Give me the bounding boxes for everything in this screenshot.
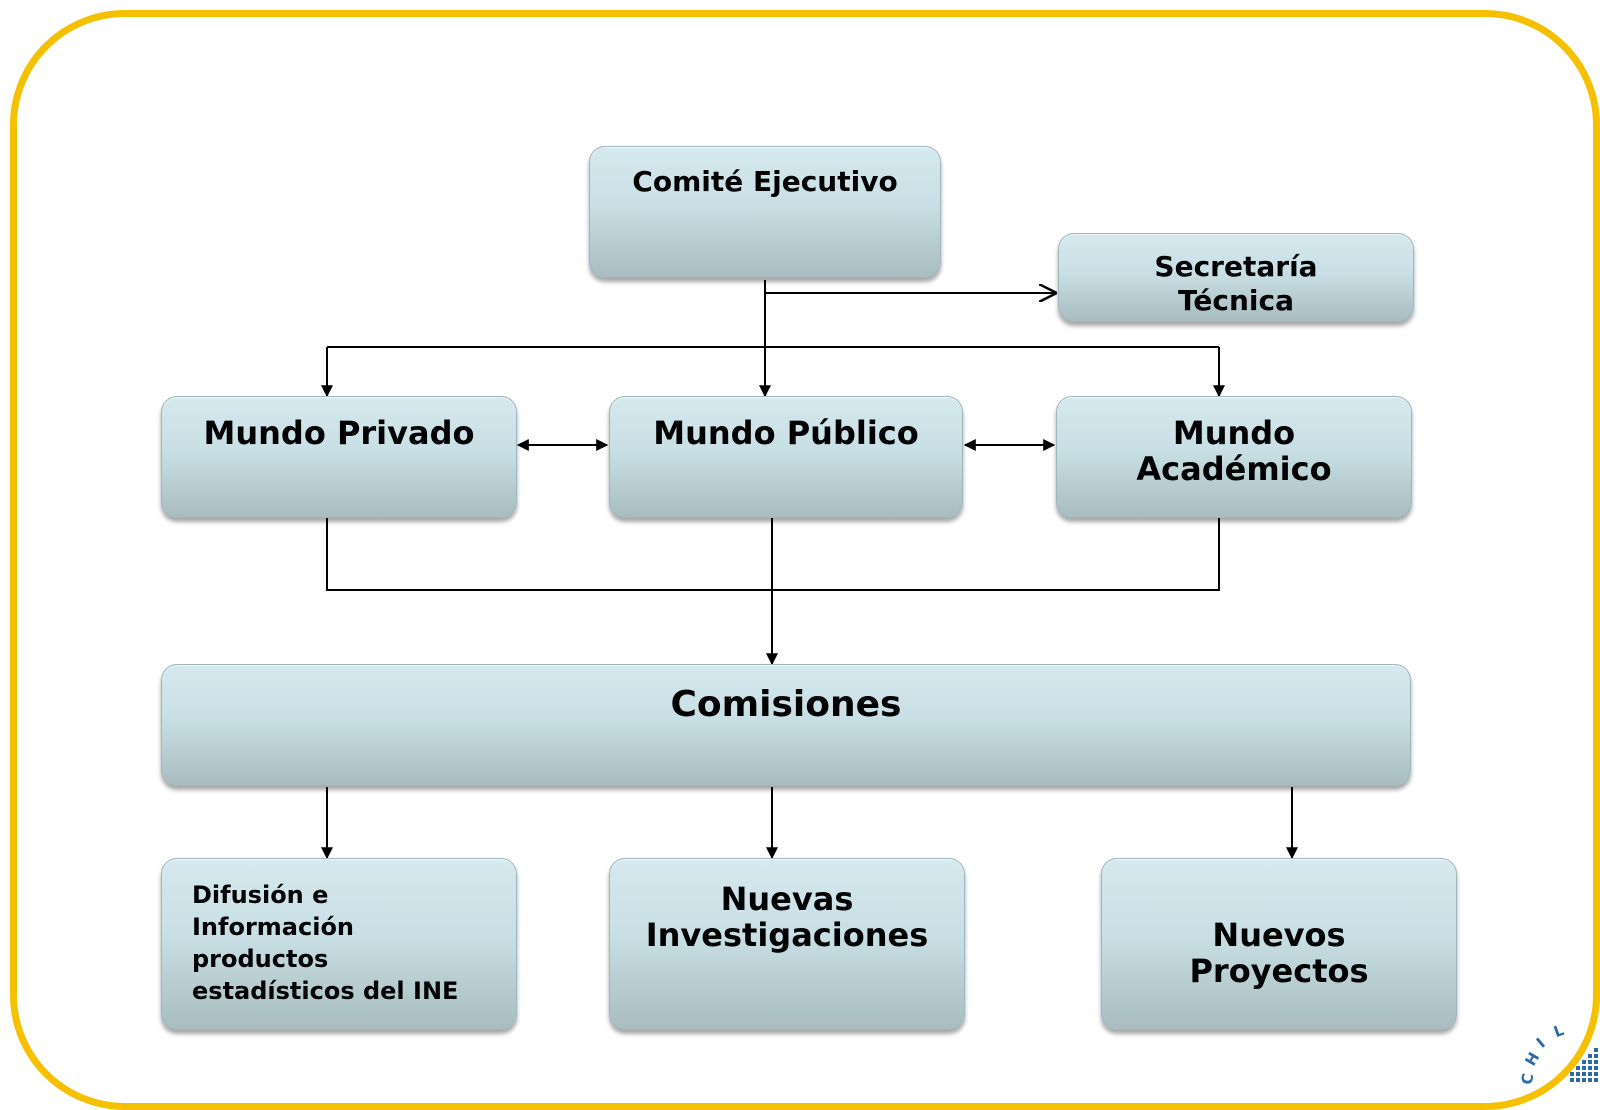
node-nuevos-proyectos-label: Nuevos Proyectos bbox=[1189, 916, 1369, 990]
node-secretaria-tecnica: Secretaría Técnica bbox=[1058, 233, 1414, 322]
node-mundo-privado: Mundo Privado bbox=[161, 396, 517, 518]
node-mundo-publico: Mundo Público bbox=[609, 396, 963, 518]
node-difusion-informacion-label: Difusión e Información productos estadís… bbox=[192, 881, 459, 1005]
node-nuevas-investigaciones-label: Nuevas Investigaciones bbox=[645, 880, 929, 954]
node-secretaria-tecnica-label: Secretaría Técnica bbox=[1154, 250, 1318, 317]
node-mundo-publico-label: Mundo Público bbox=[653, 414, 919, 452]
node-nuevas-investigaciones: Nuevas Investigaciones bbox=[609, 858, 965, 1030]
node-mundo-privado-label: Mundo Privado bbox=[203, 414, 475, 452]
connector-comite-secretaria bbox=[764, 280, 1055, 293]
node-comisiones: Comisiones bbox=[161, 664, 1411, 786]
node-mundo-academico-label: Mundo Académico bbox=[1136, 414, 1332, 488]
node-difusion-informacion: Difusión e Información productos estadís… bbox=[161, 858, 517, 1030]
node-nuevos-proyectos: Nuevos Proyectos bbox=[1101, 858, 1457, 1030]
node-comite-ejecutivo: Comité Ejecutivo bbox=[589, 146, 941, 278]
logo-dots-icon bbox=[1570, 1048, 1598, 1082]
node-comite-ejecutivo-label: Comité Ejecutivo bbox=[632, 165, 898, 198]
logo-letter-c: C bbox=[1520, 1072, 1538, 1086]
node-comisiones-label: Comisiones bbox=[670, 684, 902, 725]
node-mundo-academico: Mundo Académico bbox=[1056, 396, 1412, 518]
logo: C H I L bbox=[1520, 1020, 1600, 1094]
